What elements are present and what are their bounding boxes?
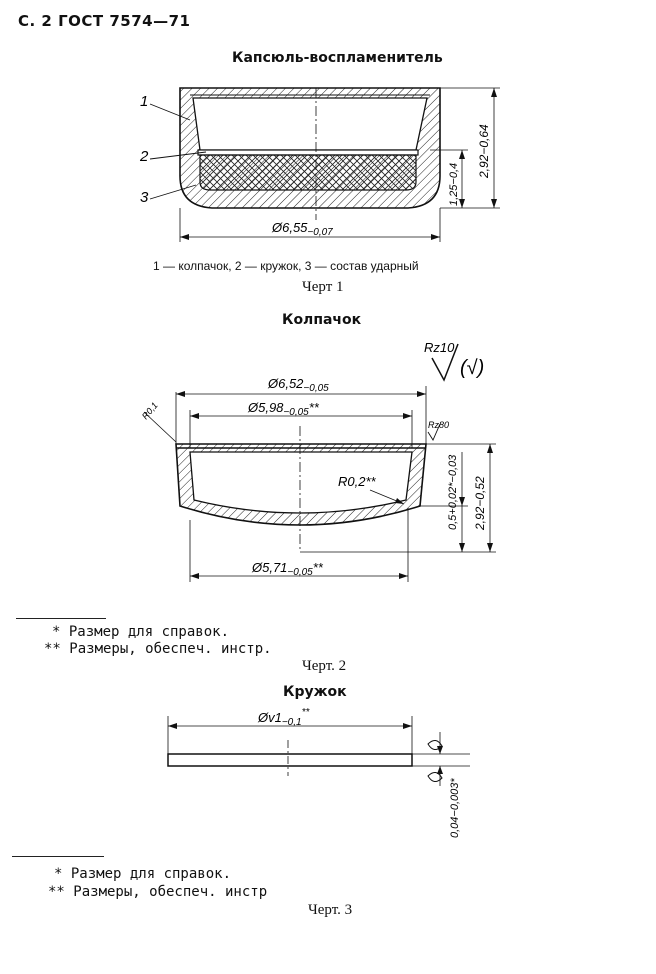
f1-dim-height-total: 2,92−0,64 — [477, 124, 491, 179]
f2-dim-outer: Ø6,52−0,05 — [267, 376, 329, 394]
f2-dim-height-wall: 0,5+0,02*−0,03 — [447, 454, 459, 530]
f2-dim-bottom: Ø5,71−0,05** — [251, 560, 324, 578]
figure2-caption: Черт. 2 — [302, 658, 347, 674]
disc-profile — [167, 753, 413, 767]
callout-1: 1 — [140, 93, 148, 110]
notes1-note1: * Размер для справок. — [52, 624, 230, 640]
f1-dim-diameter: Ø6,55−0,07 — [271, 220, 333, 238]
figure1-caption: Черт 1 — [302, 279, 344, 295]
f2-rz-small: Rz80 — [428, 420, 449, 430]
f2-dim-corner: R0,1 — [140, 400, 160, 421]
roughness-label: Rz10 — [424, 340, 455, 355]
callout-2: 2 — [139, 148, 149, 165]
cup-cavity — [192, 97, 428, 151]
cap-cavity — [189, 451, 413, 514]
callout-3: 3 — [140, 189, 149, 206]
notes2-note1: * Размер для справок. — [54, 866, 232, 882]
figure3-drawing: Øv1−0,1** 0,04−0,003* — [167, 707, 470, 838]
figure2-drawing: Rz10 (√) Ø6,52−0,05 Ø5,98−0,05** R0,1 Rz… — [140, 340, 496, 582]
f2-dim-height-total: 2,92−0,52 — [473, 476, 487, 531]
figure2-title: Колпачок — [282, 312, 362, 328]
notes2-note2: ** Размеры, обеспеч. инстр — [48, 884, 268, 900]
disc — [197, 149, 419, 156]
figure1-title: Капсюль-воспламенитель — [232, 50, 443, 66]
f3-dim-thickness: 0,04−0,003* — [449, 778, 461, 838]
f3-dim-diameter: Øv1−0,1** — [257, 707, 310, 728]
page-header: С. 2 ГОСТ 7574—71 — [18, 12, 191, 30]
f1-dim-height-inner: 1,25−0,4 — [448, 163, 460, 206]
notes2-rule — [12, 856, 104, 857]
figure1-legend: 1 — колпачок, 2 — кружок, 3 — состав уда… — [153, 259, 419, 273]
f2-dim-radius: R0,2** — [338, 474, 377, 489]
roughness-paren: (√) — [460, 357, 484, 379]
f2-dim-inner: Ø5,98−0,05** — [247, 400, 320, 418]
notes1-note2: ** Размеры, обеспеч. инстр. — [44, 641, 272, 657]
figure3-caption: Черт. 3 — [308, 902, 353, 918]
figure3-title: Кружок — [283, 684, 347, 700]
notes1-rule — [16, 618, 106, 619]
figure1-drawing: 1 2 3 Ø6,55−0,07 2,92−0,64 1,25−0,4 — [139, 87, 500, 242]
primer-composition — [199, 154, 417, 191]
